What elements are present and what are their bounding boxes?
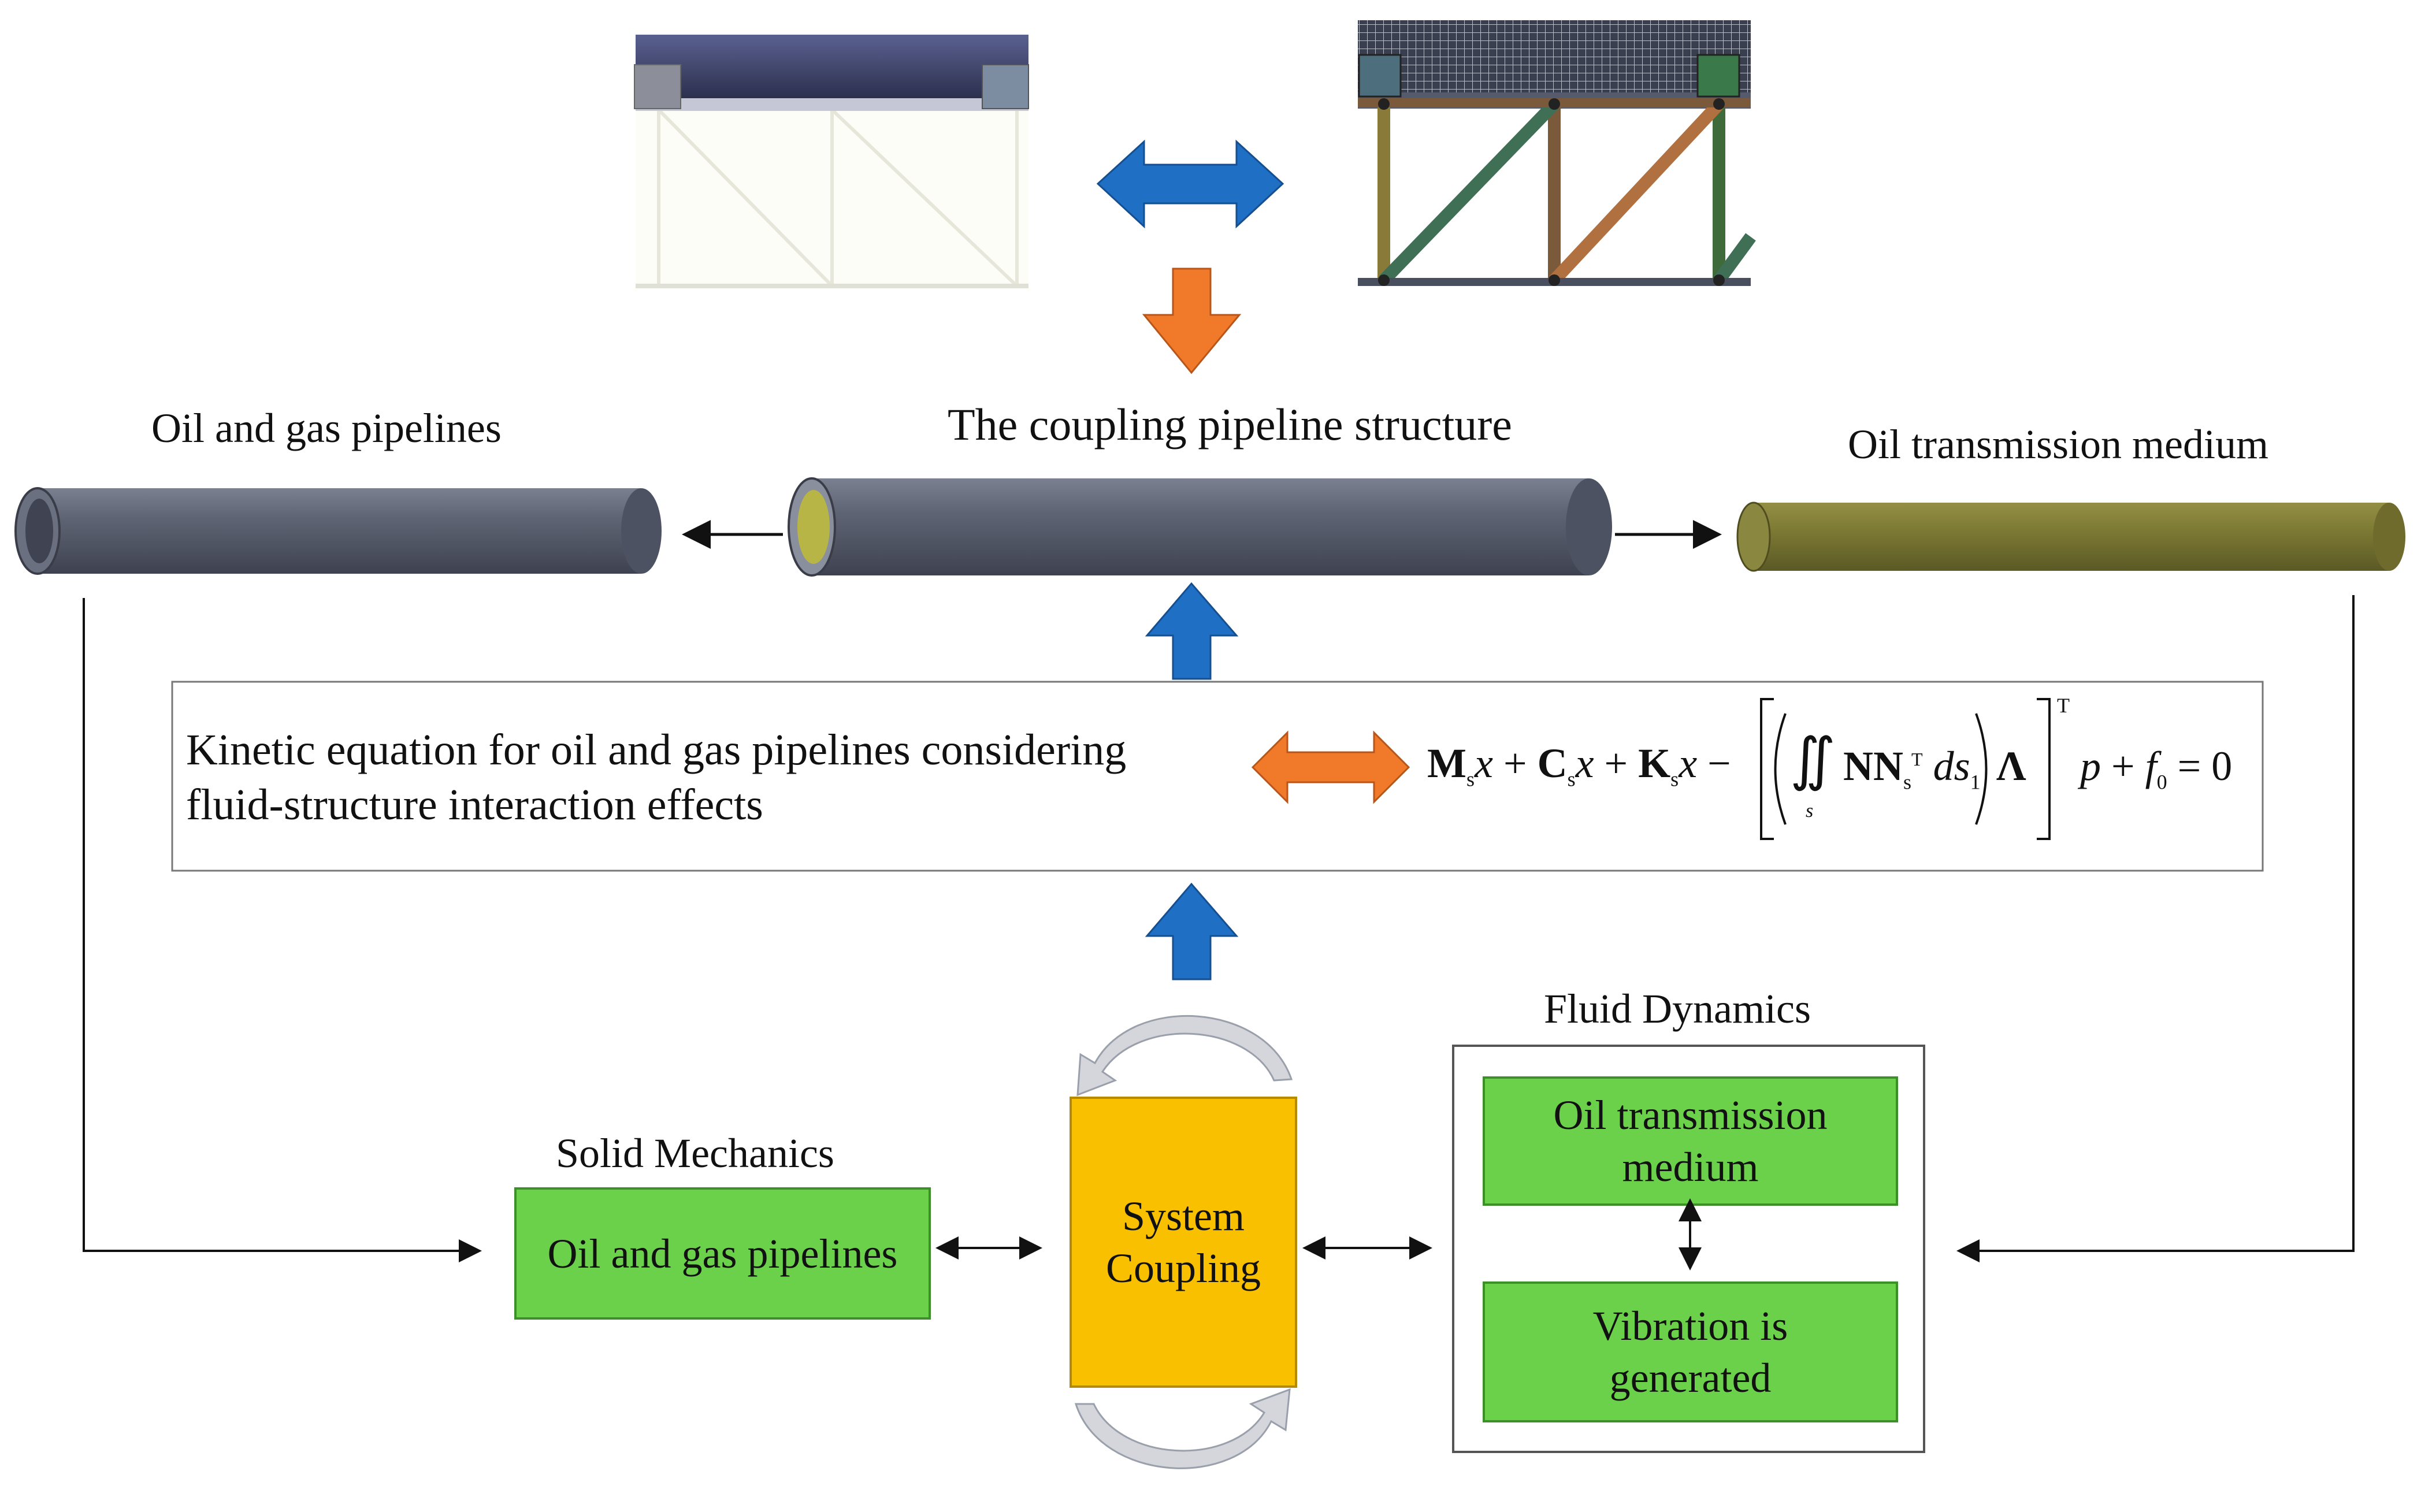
vibration-text: Vibration is generated [1592, 1303, 1788, 1401]
equation-box [171, 681, 2264, 872]
down-arrow-orange [1142, 268, 1242, 374]
up-arrow-blue-bottom [1145, 882, 1239, 980]
equation-transpose: T [2057, 694, 2070, 717]
label-oil-transmission-medium: Oil transmission medium [1848, 421, 2268, 467]
system-coupling-text: System Coupling [1105, 1193, 1261, 1291]
equation-brackets [1760, 698, 2051, 840]
truss-model-left [634, 35, 1029, 288]
pipe-coupling [788, 477, 1612, 577]
cycle-arrow-bottom [1074, 1388, 1291, 1469]
oil-medium-text: Oil transmission medium [1553, 1092, 1828, 1190]
label-fluid-dynamics: Fluid Dynamics [1544, 986, 1811, 1032]
kinetic-equation-text-2: fluid-structure interaction effects [186, 781, 763, 829]
up-arrow-blue-top [1145, 582, 1239, 680]
equation-integral-sub: s [1806, 800, 1814, 822]
equation-tail: p + f0 = 0 [2080, 743, 2233, 794]
cycle-arrow-top [1076, 1015, 1293, 1097]
double-arrow-blue [1096, 139, 1284, 229]
system-coupling-box [1070, 1097, 1297, 1388]
kinetic-equation-text-1: Kinetic equation for oil and gas pipelin… [186, 726, 1127, 774]
label-oil-gas-pipelines: Oil and gas pipelines [151, 405, 502, 451]
equation-lambda: Λ [1996, 743, 2026, 789]
solid-pipelines-text: Oil and gas pipelines [547, 1230, 898, 1277]
truss-model-right [1358, 20, 1756, 286]
equation-integral: ∬ [1790, 727, 1836, 792]
pipe-oil-medium [1736, 501, 2405, 572]
solid-pipelines-box [514, 1187, 931, 1320]
line-right-pipe-to-fluid [1956, 595, 2355, 1262]
pipe-oil-gas [14, 487, 662, 575]
label-coupling-structure: The coupling pipeline structure [948, 399, 1512, 449]
equation-formula: Msx + Csx + Ksx − [1427, 740, 1731, 791]
vibration-box [1483, 1281, 1898, 1422]
equation-nn: NNsT ds1 [1843, 743, 1981, 794]
double-arrow-orange [1251, 730, 1410, 804]
label-solid-mechanics: Solid Mechanics [556, 1130, 834, 1176]
line-left-pipe-to-solid [83, 598, 482, 1262]
oil-medium-box [1483, 1076, 1898, 1206]
